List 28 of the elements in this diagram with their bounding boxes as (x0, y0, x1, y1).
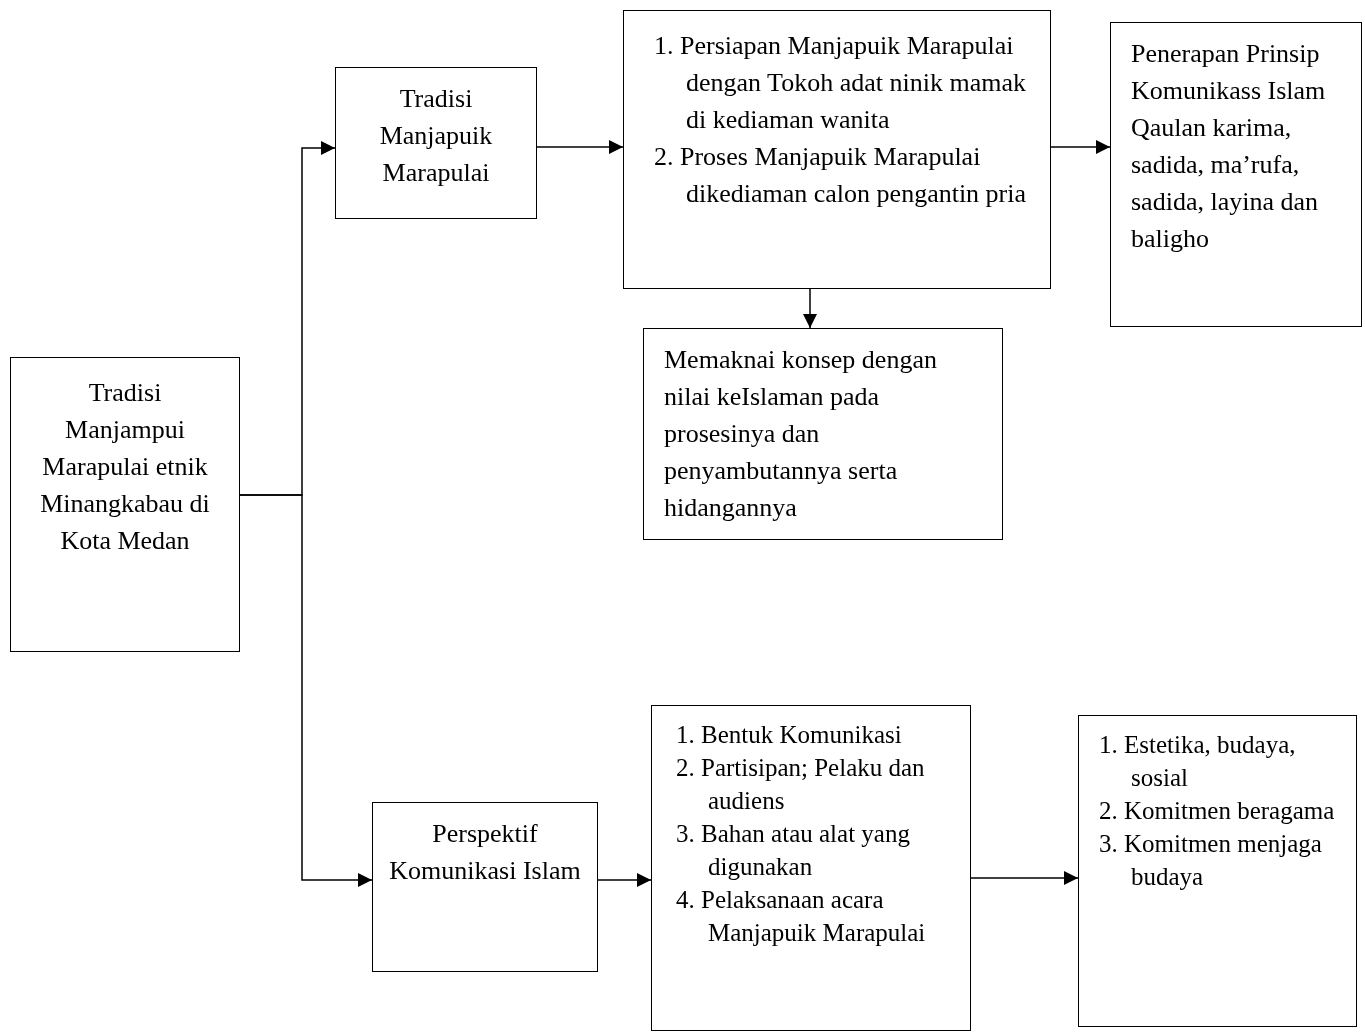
list-item: 2. Komitmen beragama (1099, 796, 1336, 826)
list-item: 2. Partisipan; Pelaku dan audiens (676, 753, 926, 816)
list-item: 3. Bahan atau alat yang digunakan (676, 819, 911, 882)
list-item: 1. Bentuk Komunikasi (676, 720, 903, 750)
arrow (239, 494, 373, 887)
arrow (536, 140, 624, 154)
process-box (10, 357, 240, 652)
box-text: Perspektif Komunikasi Islam (388, 818, 582, 887)
process-box (372, 802, 598, 972)
arrow (597, 873, 652, 887)
arrow (970, 871, 1079, 885)
process-box (1078, 715, 1357, 1027)
list-item: 4. Pelaksanaan acara Manjapuik Marapulai (676, 885, 927, 948)
box-text: Memaknai konsep dengan nilai keIslaman pada prosesinya dan penyambutannya serta hidangannya (664, 344, 938, 524)
list-item: 1. Estetika, budaya, sosial (1099, 730, 1297, 793)
process-box (623, 10, 1051, 289)
box-text: Tradisi Manjampui Marapulai etnik Minangkabau di Kota Medan (39, 377, 211, 557)
arrow (1050, 140, 1111, 154)
list-item: 3. Komitmen menjaga budaya (1099, 829, 1323, 892)
process-box (335, 67, 537, 219)
box-text: Penerapan Prinsip Komunikass Islam Qaulan karima, sadida, ma’rufa, sadida, layina dan baligho (1131, 38, 1327, 255)
arrow (803, 288, 817, 329)
process-box (1110, 22, 1362, 327)
process-box (651, 705, 971, 1031)
list-item: 1. Persiapan Manjapuik Marapulai dengan Tokoh adat ninik mamak di kediaman wanita (654, 30, 1027, 136)
list-item: 2. Proses Manjapuik Marapulai dikediaman calon pengantin pria (654, 141, 1028, 210)
box-text: Tradisi Manjapuik Marapulai (378, 83, 494, 189)
process-box (643, 328, 1003, 540)
